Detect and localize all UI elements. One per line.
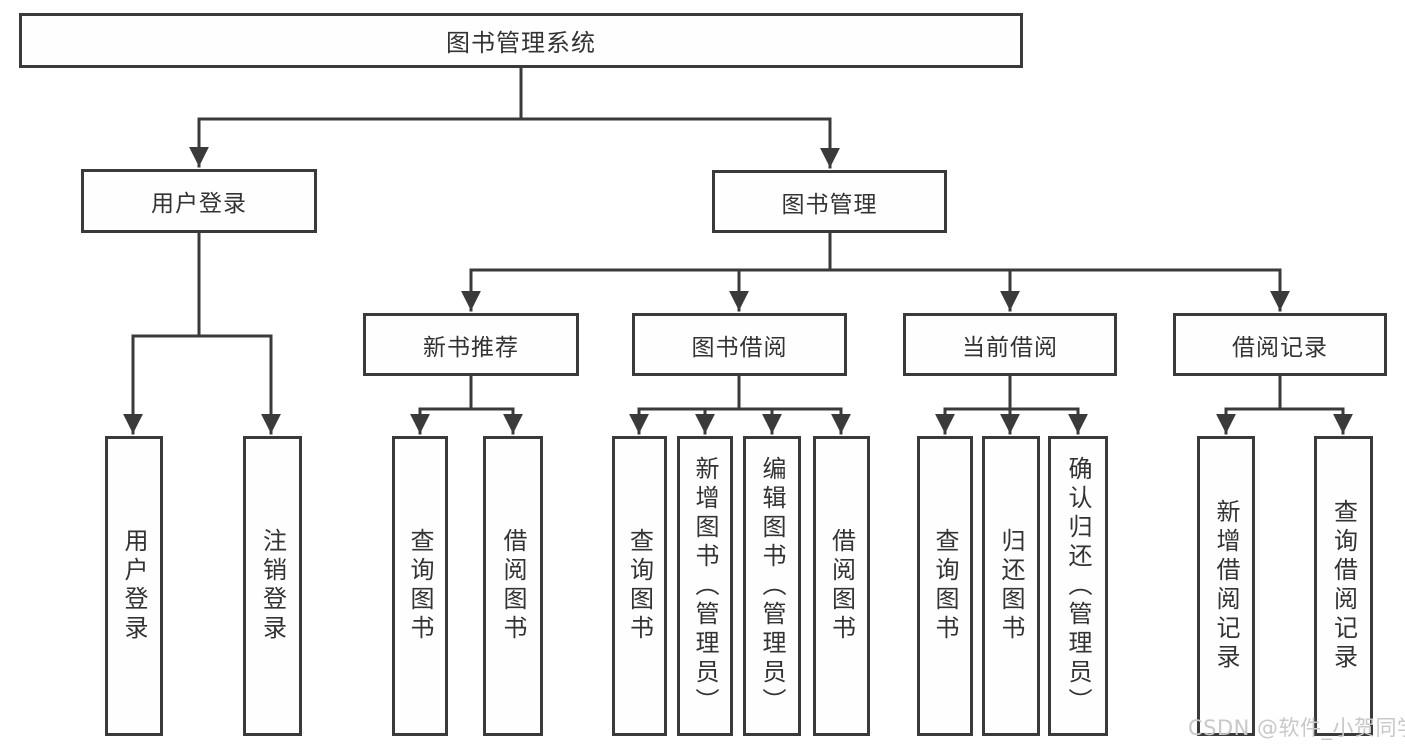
leaf-label: 查询图书: [406, 528, 434, 644]
node-book-borrow: 图书借阅: [632, 313, 847, 376]
leaf-logout: 注销登录: [243, 436, 302, 736]
node-current-borrow: 当前借阅: [903, 313, 1117, 376]
leaf-label: 新增图书（管理员）: [691, 455, 719, 717]
leaf-user-login: 用户登录: [105, 436, 163, 736]
leaf-label: 用户登录: [120, 528, 148, 644]
leaf-label: 新增借阅记录: [1212, 499, 1240, 673]
node-label: 当前借阅: [962, 334, 1058, 361]
leaf-add-borrow-record: 新增借阅记录: [1197, 436, 1255, 736]
leaf-confirm-return-admin: 确认归还（管理员）: [1048, 436, 1108, 736]
leaf-label: 查询借阅记录: [1329, 499, 1358, 673]
leaf-add-book-admin: 新增图书（管理员）: [677, 436, 733, 736]
node-label: 用户登录: [151, 191, 247, 217]
leaf-label: 确认归还（管理员）: [1064, 455, 1092, 717]
leaf-label: 查询图书: [931, 528, 959, 644]
leaf-return-book: 归还图书: [982, 436, 1040, 736]
leaf-label: 注销登录: [258, 528, 287, 644]
node-label: 借阅记录: [1232, 334, 1328, 361]
node-label: 图书管理系统: [446, 29, 596, 57]
node-user-login: 用户登录: [81, 169, 317, 233]
node-label: 新书推荐: [423, 334, 519, 361]
leaf-label: 借阅图书: [827, 528, 856, 644]
leaf-borrow-books-recommend: 借阅图书: [483, 436, 543, 736]
leaf-label: 借阅图书: [499, 528, 527, 644]
csdn-watermark: CSDN @软件_小贺同学: [1188, 716, 1405, 740]
node-book-management: 图书管理: [712, 170, 947, 233]
leaf-query-borrow-record: 查询借阅记录: [1314, 436, 1373, 736]
leaf-query-books-current: 查询图书: [917, 436, 973, 736]
node-library-management-system: 图书管理系统: [19, 13, 1023, 68]
leaf-query-books-borrow: 查询图书: [612, 436, 667, 736]
leaf-borrow-books: 借阅图书: [813, 436, 870, 736]
node-borrow-records: 借阅记录: [1173, 313, 1387, 376]
leaf-edit-book-admin: 编辑图书（管理员）: [743, 436, 801, 736]
leaf-label: 归还图书: [997, 528, 1025, 644]
leaf-label: 查询图书: [625, 528, 654, 644]
node-new-book-recommend: 新书推荐: [363, 313, 579, 376]
node-label: 图书借阅: [691, 334, 788, 361]
leaf-label: 编辑图书（管理员）: [758, 455, 786, 717]
node-label: 图书管理: [781, 191, 878, 218]
leaf-query-books-recommend: 查询图书: [392, 436, 448, 736]
